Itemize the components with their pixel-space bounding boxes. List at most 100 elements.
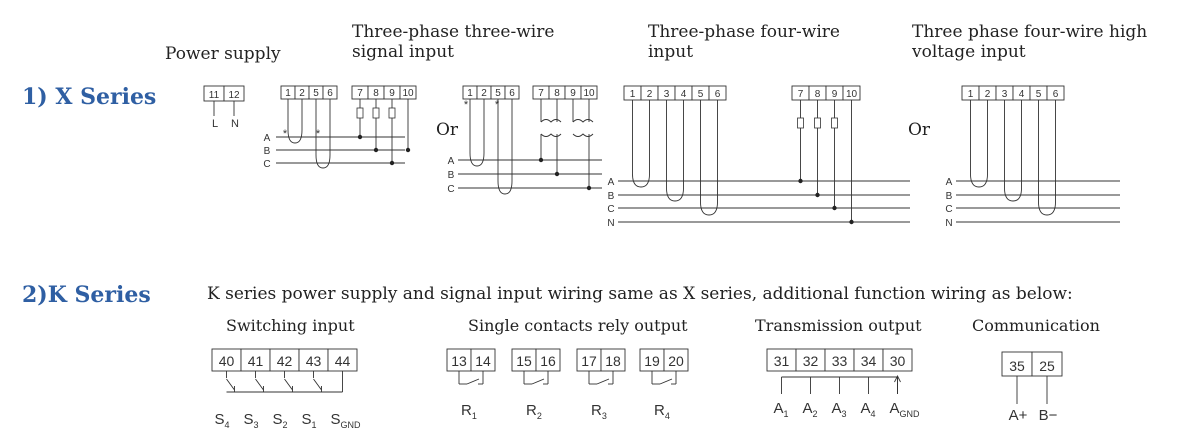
terminal-number: 18 xyxy=(605,353,621,369)
ct-loop xyxy=(287,129,303,144)
phase-label: B xyxy=(264,146,271,157)
terminal-number: 9 xyxy=(570,88,576,99)
terminal-cell xyxy=(580,85,598,100)
label-subscript: GND xyxy=(341,420,362,430)
junction-dot xyxy=(405,147,411,153)
transmission-label: AGND xyxy=(890,400,921,419)
label-subscript: 3 xyxy=(602,411,607,421)
terminal-cell xyxy=(535,348,561,372)
junction-dot xyxy=(389,160,395,166)
terminal-number: 9 xyxy=(389,88,395,99)
terminal-cell xyxy=(882,348,913,372)
vt-coil xyxy=(540,133,562,137)
phase-label: C xyxy=(263,159,270,170)
terminal-number: 11 xyxy=(209,90,220,101)
terminal-number: 42 xyxy=(277,353,293,369)
ct-loop xyxy=(315,154,331,169)
relay-label: R1 xyxy=(461,402,477,421)
terminal-number: 6 xyxy=(327,88,333,99)
terminal-number: 20 xyxy=(668,353,684,369)
four-wire-title-line2: input xyxy=(648,42,694,62)
transmission-output-title: Transmission output xyxy=(755,316,922,335)
terminal-number: 2 xyxy=(299,88,305,99)
x-series-label: 1) X Series xyxy=(22,84,157,110)
ct-loop xyxy=(497,180,513,195)
transmission-label: A1 xyxy=(774,400,789,419)
terminal-number: 10 xyxy=(583,88,595,99)
ct-loop xyxy=(1004,187,1022,202)
junction-dot xyxy=(357,134,363,140)
terminal-number: 25 xyxy=(1039,358,1055,374)
terminal-cell xyxy=(1031,351,1063,377)
four-wire-title: Three-phase four-wire input xyxy=(648,22,840,62)
or-label-hv: Or xyxy=(908,120,931,140)
transmission-label: A2 xyxy=(803,400,818,419)
label-subscript: 2 xyxy=(813,409,818,419)
terminal-number: 1 xyxy=(630,89,636,100)
switch-contact xyxy=(226,378,235,391)
vt-coil xyxy=(540,119,562,123)
power-supply-title: Power supply xyxy=(165,44,281,64)
phase-label: N xyxy=(945,218,952,229)
power-label: L xyxy=(212,118,218,130)
communication-title: Communication xyxy=(972,316,1100,335)
label-subscript: GND xyxy=(900,409,921,419)
fuse-symbol xyxy=(814,117,821,129)
label-subscript: 4 xyxy=(225,420,230,430)
relay-contact xyxy=(466,378,480,385)
relay-contact xyxy=(531,378,545,385)
three-wire-title-line2: signal input xyxy=(352,42,455,62)
label-subscript: 4 xyxy=(871,409,876,419)
terminal-number: 8 xyxy=(554,88,560,99)
k-series-note: K series power supply and signal input w… xyxy=(207,284,1073,304)
ct-loop xyxy=(632,173,650,188)
polarity-mark: * xyxy=(464,99,469,111)
polarity-mark: * xyxy=(283,128,288,140)
ct-loop xyxy=(1038,201,1056,216)
hv-title-line2: voltage input xyxy=(912,42,1026,62)
relay-label: R4 xyxy=(654,402,670,421)
relay-contact xyxy=(596,378,610,385)
junction-dot xyxy=(538,157,544,163)
terminal-cell xyxy=(322,85,338,100)
terminal-number: 10 xyxy=(402,88,414,99)
hv-title: Three phase four-wire high voltage input xyxy=(912,22,1147,62)
label-subscript: 4 xyxy=(665,411,670,421)
terminal-cell xyxy=(842,85,861,101)
label-subscript: 3 xyxy=(842,409,847,419)
switching-label: S2 xyxy=(273,411,288,430)
terminal-number: 13 xyxy=(451,353,467,369)
terminal-number: 19 xyxy=(644,353,660,369)
terminal-cell xyxy=(708,85,727,101)
three-wire-title: Three-phase three-wire signal input xyxy=(352,22,554,62)
polarity-mark: * xyxy=(495,99,500,111)
terminal-number: 1 xyxy=(285,88,291,99)
junction-dot xyxy=(815,192,820,198)
phase-label: B xyxy=(448,170,455,181)
phase-label: B xyxy=(608,191,615,202)
transmission-label: A3 xyxy=(832,400,847,419)
three-wire-title-line1: Three-phase three-wire xyxy=(352,22,555,42)
ct-loop xyxy=(970,173,988,188)
fuse-symbol xyxy=(388,107,396,119)
terminal-number: 5 xyxy=(698,89,704,100)
transmission-arrow xyxy=(894,374,901,383)
switching-label: S1 xyxy=(302,411,317,430)
phase-label: A xyxy=(448,156,455,167)
phase-label: B xyxy=(946,191,953,202)
terminal-cell xyxy=(663,348,689,372)
terminal-number: 34 xyxy=(861,353,877,369)
relay-label: R3 xyxy=(591,402,607,421)
k-series-label: 2)K Series xyxy=(22,282,151,308)
or-label-three-wire: Or xyxy=(436,120,459,140)
terminal-number: 44 xyxy=(335,353,351,369)
fuse-symbol xyxy=(831,117,838,129)
fuse-symbol xyxy=(797,117,804,129)
fuse-symbol xyxy=(356,107,364,119)
relay-output-title: Single contacts rely output xyxy=(468,316,688,335)
terminal-number: 5 xyxy=(495,88,501,99)
terminal-number: 35 xyxy=(1009,358,1025,374)
phase-label: A xyxy=(946,177,953,188)
label-subscript: 2 xyxy=(283,420,288,430)
